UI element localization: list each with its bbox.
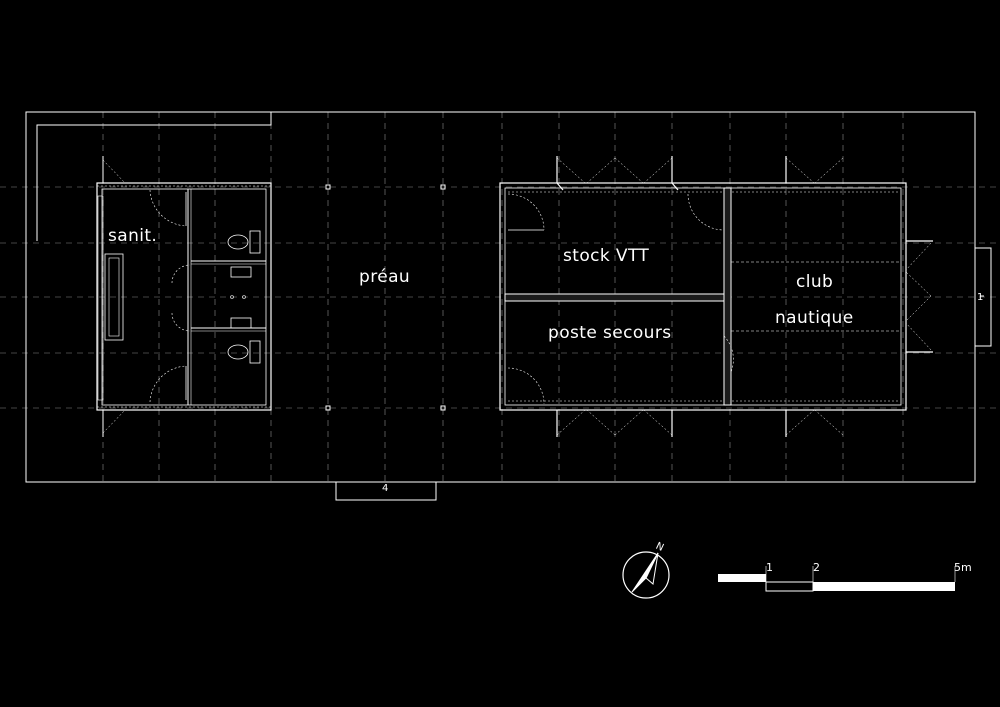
room-label-stock: stock VTT <box>563 246 649 266</box>
room-label-poste: poste secours <box>548 323 671 343</box>
room-label-sanitaires: sanit. <box>108 226 157 246</box>
room-label-preau: préau <box>359 267 410 287</box>
room-label-nautique: nautique <box>775 308 854 328</box>
north-arrow-icon: N <box>622 541 670 599</box>
scale-tick-1: 1 <box>766 561 773 574</box>
main-building <box>499 156 933 437</box>
roof-outline <box>25 111 992 501</box>
sanitary-block <box>96 156 272 437</box>
scale-tick-2: 2 <box>813 561 820 574</box>
scale-tick-end: 5m <box>954 561 972 574</box>
section-marker-bottom: 4 <box>382 483 388 494</box>
north-label: N <box>654 541 665 554</box>
room-label-club: club <box>796 272 833 292</box>
section-marker-right: 1 <box>977 292 983 303</box>
columns <box>325 184 446 411</box>
scale-bar: 1 2 5m <box>718 561 972 592</box>
